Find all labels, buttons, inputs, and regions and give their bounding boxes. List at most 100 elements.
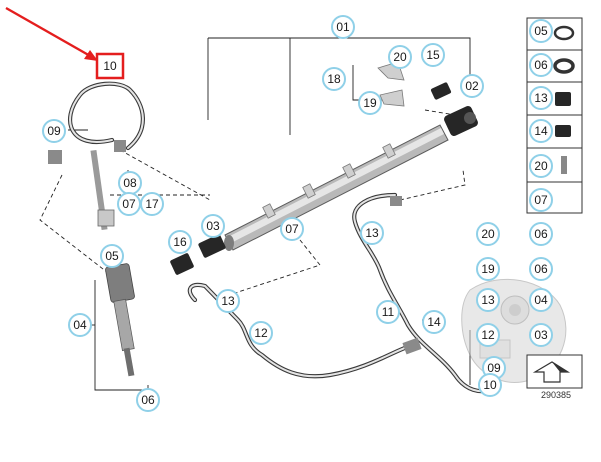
callout-label: 10	[483, 378, 497, 392]
callout-label: 03	[206, 219, 220, 233]
callout-c-20-b: 20	[476, 222, 500, 246]
callout-label: 10	[103, 59, 117, 73]
callout-circle	[249, 321, 273, 345]
callout-c-06-b: 06	[529, 222, 553, 246]
callout-label: 19	[363, 96, 377, 110]
callout-c-03-a: 03	[201, 214, 225, 238]
callout-c-17: 17	[140, 192, 164, 216]
reference-number: 290385	[541, 390, 571, 400]
callout-label: 09	[487, 361, 501, 375]
callout-c-15: 15	[421, 43, 445, 67]
callout-c-07-side: 07	[529, 188, 553, 212]
callout-circle	[42, 119, 66, 143]
callout-circle	[422, 310, 446, 334]
callout-c-13-c: 13	[476, 288, 500, 312]
callout-c-09-a: 09	[42, 119, 66, 143]
callout-c-03-b: 03	[529, 323, 553, 347]
callout-c-01: 01	[331, 15, 355, 39]
callout-circle	[136, 388, 160, 412]
callout-circle	[421, 43, 445, 67]
callout-label: 05	[534, 24, 548, 38]
callout-c-04-b: 04	[529, 288, 553, 312]
callout-circle	[529, 188, 553, 212]
callout-c-20-a: 20	[388, 45, 412, 69]
highlight-box	[95, 52, 125, 80]
callout-c-04-a: 04	[68, 313, 92, 337]
callout-c-06-c: 06	[529, 257, 553, 281]
callout-c-05-a: 05	[100, 244, 124, 268]
callout-circle	[168, 230, 192, 254]
callout-c-13-a: 13	[360, 221, 384, 245]
callout-circle	[529, 288, 553, 312]
callout-c-12-b: 12	[476, 323, 500, 347]
callout-circle	[280, 217, 304, 241]
callout-label: 06	[141, 393, 155, 407]
callout-label: 03	[534, 328, 548, 342]
callout-circle	[476, 323, 500, 347]
callout-circle	[376, 300, 400, 324]
callout-c-02: 02	[460, 74, 484, 98]
callout-circle	[529, 19, 553, 43]
callout-c-19-a: 19	[358, 91, 382, 115]
callout-circle	[68, 313, 92, 337]
callout-label: 09	[47, 124, 61, 138]
callout-c-08: 08	[118, 171, 142, 195]
callout-label: 14	[427, 315, 441, 329]
callout-circle	[529, 323, 553, 347]
callout-c-14-a: 14	[422, 310, 446, 334]
callout-c-06-a: 06	[136, 388, 160, 412]
callout-c-06-side: 06	[529, 53, 553, 77]
high-pressure-lines	[187, 192, 498, 394]
callout-c-11: 11	[376, 300, 400, 324]
callout-label: 18	[327, 72, 341, 86]
callout-label: 12	[481, 328, 495, 342]
fuel-rail	[224, 124, 449, 251]
callout-c-05-side: 05	[529, 19, 553, 43]
callout-c-18: 18	[322, 67, 346, 91]
callout-c-07-a: 07	[117, 192, 141, 216]
callout-circle	[478, 373, 502, 397]
callout-label: 13	[221, 294, 235, 308]
callout-label: 06	[534, 262, 548, 276]
callout-label: 04	[534, 293, 548, 307]
callout-circle	[476, 222, 500, 246]
callout-circle	[529, 154, 553, 178]
callout-c-14-side: 14	[529, 119, 553, 143]
callout-label: 14	[534, 124, 548, 138]
callout-label: 20	[393, 50, 407, 64]
callout-label: 08	[123, 176, 137, 190]
callout-label: 07	[534, 193, 548, 207]
callout-label: 02	[465, 79, 479, 93]
callout-label: 15	[426, 48, 440, 62]
callout-circle	[529, 86, 553, 110]
callout-label: 11	[382, 305, 395, 319]
callout-label: 20	[534, 159, 548, 173]
callout-circle	[529, 119, 553, 143]
callout-label: 13	[365, 226, 379, 240]
callout-c-16: 16	[168, 230, 192, 254]
callout-circle	[388, 45, 412, 69]
callout-c-13-b: 13	[216, 289, 240, 313]
callout-label: 06	[534, 58, 548, 72]
callout-circle	[476, 257, 500, 281]
side-boxes	[526, 17, 583, 389]
callout-label: 05	[105, 249, 119, 263]
callout-circle	[529, 222, 553, 246]
callout-circle	[100, 244, 124, 268]
callout-label: 16	[173, 235, 187, 249]
callout-circle	[322, 67, 346, 91]
callout-label: 07	[285, 222, 299, 236]
callout-label: 13	[481, 293, 495, 307]
callout-circle	[529, 53, 553, 77]
callout-c-10-b: 10	[478, 373, 502, 397]
pressure-valve	[170, 234, 226, 275]
callout-label: 06	[534, 227, 548, 241]
callout-label: 20	[481, 227, 495, 241]
pressure-sensor	[430, 82, 478, 136]
callout-circle	[360, 221, 384, 245]
callout-c-12-a: 12	[249, 321, 273, 345]
callout-circle	[201, 214, 225, 238]
